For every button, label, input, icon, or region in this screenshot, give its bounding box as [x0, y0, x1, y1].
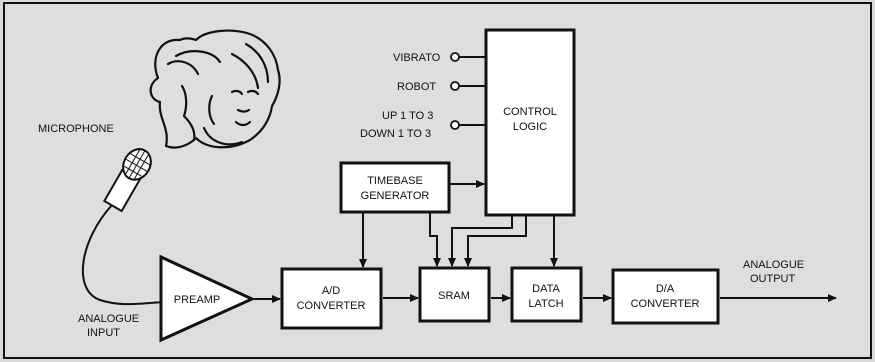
da-converter-block: D/A CONVERTER — [613, 270, 718, 323]
robot-label: ROBOT — [397, 81, 436, 93]
latch-label-line1: DATA — [532, 283, 560, 295]
ad-label-line2: CONVERTER — [297, 300, 366, 312]
da-label-line2: CONVERTER — [631, 298, 700, 310]
ad-label-line1: A/D — [322, 285, 340, 297]
analogue-input-label-line1: ANALOGUE — [78, 313, 139, 325]
preamp-label: PREAMP — [174, 294, 220, 306]
data-latch-block: DATA LATCH — [512, 268, 581, 321]
latch-label-line2: LATCH — [528, 298, 563, 310]
vibrato-label: VIBRATO — [393, 52, 441, 64]
control-logic-label-line1: CONTROL — [503, 106, 557, 118]
ad-converter-block: A/D CONVERTER — [282, 269, 381, 328]
up-label: UP 1 TO 3 — [382, 110, 433, 122]
sram-block: SRAM — [420, 268, 489, 321]
sram-label: SRAM — [438, 290, 470, 302]
da-label-line1: D/A — [656, 283, 675, 295]
analogue-input-label-line2: INPUT — [87, 327, 120, 339]
timebase-label-line2: GENERATOR — [361, 190, 430, 202]
timebase-generator-block: TIMEBASE GENERATOR — [341, 163, 449, 212]
control-logic-label-line2: LOGIC — [513, 121, 547, 133]
analogue-output-label-line2: OUTPUT — [750, 273, 796, 285]
down-label: DOWN 1 TO 3 — [360, 128, 431, 140]
control-logic-block: CONTROL LOGIC — [486, 30, 574, 215]
microphone-label: MICROPHONE — [38, 123, 114, 135]
timebase-label-line1: TIMEBASE — [367, 175, 423, 187]
analogue-output-label-line1: ANALOGUE — [743, 259, 804, 271]
